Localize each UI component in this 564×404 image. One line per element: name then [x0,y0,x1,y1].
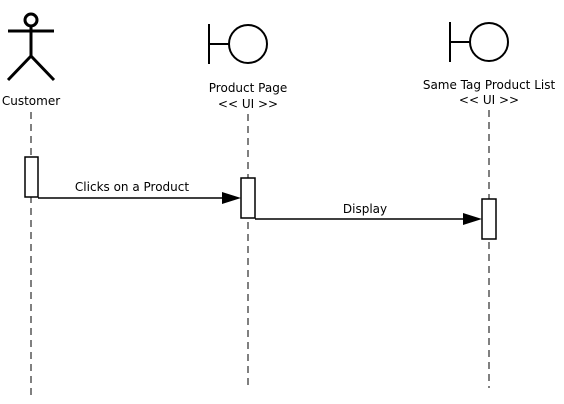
message-label: Display [343,202,387,216]
participant-same-tag-list: Same Tag Product List << UI >> [423,22,556,388]
participant-customer: Customer [2,12,60,398]
arrowhead-icon [222,192,241,204]
participant-name-same-tag-list: Same Tag Product List [423,78,556,92]
participant-stereotype-product-page: << UI >> [218,97,278,111]
participant-name-customer: Customer [2,94,60,108]
boundary-icon [449,22,509,62]
activation-same-tag-list [481,198,497,240]
arrowhead-icon [463,213,482,225]
participant-product-page: Product Page << UI >> [208,24,287,388]
boundary-icon [208,24,268,64]
message-label: Clicks on a Product [75,180,189,194]
participant-stereotype-same-tag-list: << UI >> [459,93,519,107]
activation-product-page [240,177,256,219]
actor-icon [6,12,56,82]
message-clicks-on-product: Clicks on a Product [38,180,241,204]
message-display: Display [255,202,482,225]
participant-name-product-page: Product Page [209,81,287,95]
activation-customer [24,156,39,198]
